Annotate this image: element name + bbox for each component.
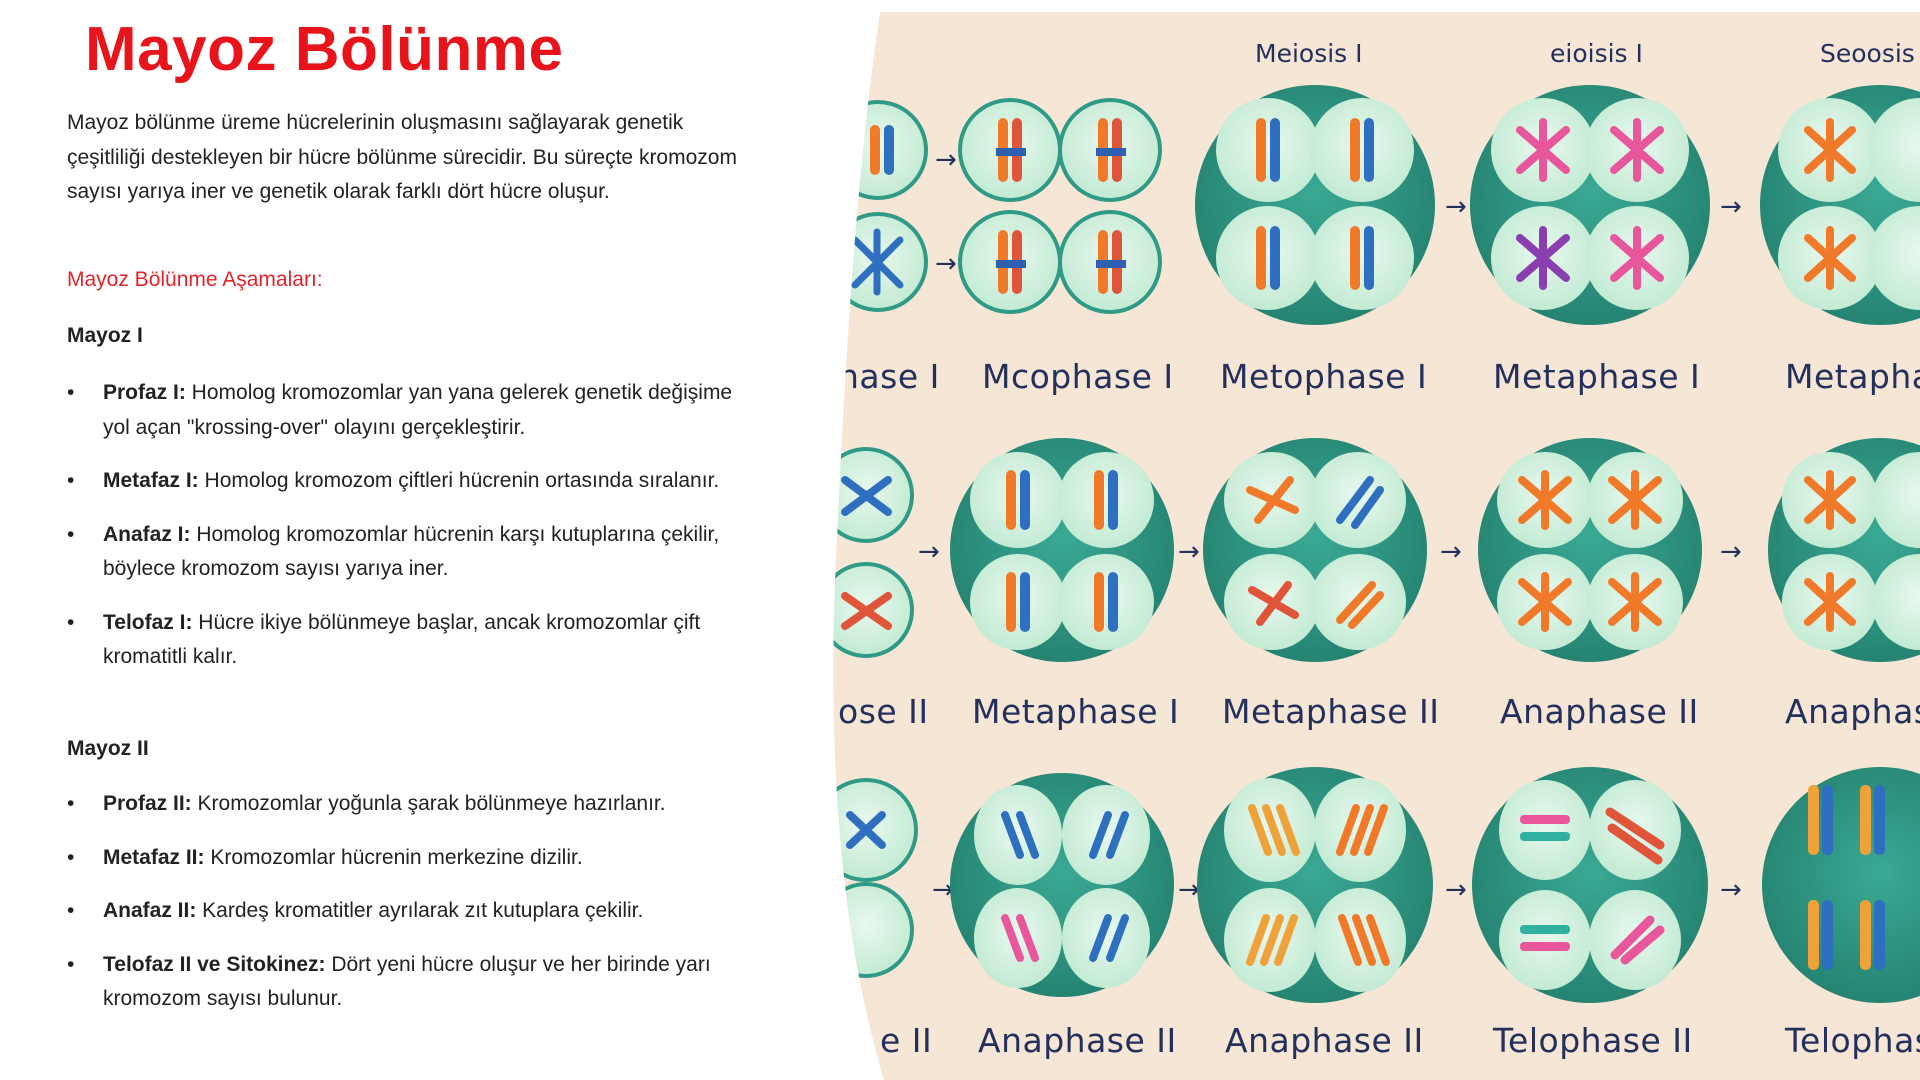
- illustration-panel: Meiosis I eioisis I Seoosis → →: [833, 12, 1920, 1080]
- intro-paragraph: Mayoz bölünme üreme hücrelerinin oluşmas…: [67, 111, 737, 203]
- top-label: Meiosis I: [1255, 39, 1363, 68]
- list-item: • Telofaz I: Hücre ikiye bölünmeye başlar…: [67, 606, 747, 675]
- cell-group-row2-col1: [950, 438, 1174, 662]
- row-label: Anaphase II: [978, 1021, 1177, 1060]
- row-label: ose II: [838, 692, 929, 731]
- item-text: Homolog kromozom çiftleri hücrenin ortas…: [198, 469, 720, 492]
- cell-group-row2-col2: [1203, 438, 1427, 662]
- arrow: →: [1720, 192, 1742, 222]
- cell-group-row3-col4: [1762, 767, 1920, 1003]
- list-item: • Metafaz I: Homolog kromozom çiftleri hü…: [67, 464, 747, 499]
- bullet-icon: •: [67, 899, 75, 922]
- row-label: Metaphase I: [1493, 357, 1700, 396]
- bullet-icon: •: [67, 381, 75, 404]
- list-item: • Telofaz II ve Sitokinez: Dört yeni hücr…: [67, 948, 747, 1017]
- item-term: Metafaz I:: [103, 469, 199, 492]
- item-term: Profaz II:: [103, 792, 192, 815]
- mayoz-2-heading: Mayoz II: [67, 737, 149, 760]
- row-label: hase I: [838, 357, 940, 396]
- row-label: Metaphase II: [1222, 692, 1439, 731]
- row-label: Telophas: [1784, 1021, 1920, 1060]
- bullet-icon: •: [67, 469, 75, 492]
- item-text: Dört yeni hücre oluşur ve her birinde ya…: [103, 952, 711, 1011]
- arrow: →: [1178, 875, 1200, 905]
- mayoz-1-list: • Profaz I: Homolog kromozomlar yan yana …: [67, 376, 747, 694]
- bullet-icon: •: [67, 522, 75, 546]
- row-label: Mcophase I: [982, 357, 1174, 396]
- arrow: →: [932, 875, 954, 905]
- row-label: Metaphase I: [972, 692, 1179, 731]
- mayoz-1-heading: Mayoz I: [67, 324, 143, 347]
- bullet-icon: •: [67, 610, 75, 634]
- cell-group-row2-col4: [1768, 438, 1920, 662]
- arrow: →: [1445, 875, 1467, 905]
- item-term: Profaz I:: [103, 381, 186, 404]
- top-label: Seoosis: [1820, 39, 1915, 68]
- arrow: →: [1440, 537, 1462, 567]
- item-text: Homolog kromozomlar yan yana gelerek gen…: [103, 381, 733, 439]
- item-term: Anafaz II:: [103, 899, 197, 922]
- arrow: →: [918, 537, 940, 567]
- cell-group-row3-col1: [950, 773, 1174, 997]
- arrow: →: [1178, 537, 1200, 567]
- cell-group-row1-col3: [1470, 85, 1710, 325]
- row-label: Telophase II: [1492, 1021, 1693, 1060]
- cell-group-row1-col1: [958, 98, 1162, 314]
- cell-group-row1-col4: [1760, 85, 1920, 325]
- arrow: →: [935, 145, 957, 175]
- bullet-icon: •: [67, 952, 75, 976]
- item-term: Metafaz II:: [103, 845, 205, 869]
- arrow: →: [935, 249, 957, 279]
- cell-group-row2-col3: [1478, 438, 1702, 662]
- section-heading: Mayoz Bölünme Aşamaları:: [67, 268, 323, 291]
- page-title: Mayoz Bölünme: [85, 15, 564, 84]
- item-text: Kromozomlar hücrenin merkezine dizilir.: [204, 845, 583, 869]
- row-label: Metophase I: [1220, 357, 1427, 396]
- list-item: • Anafaz II: Kardeş kromatitler ayrılarak…: [67, 894, 747, 929]
- arrow: →: [1445, 192, 1467, 222]
- cell-group-row2-col0: [833, 447, 914, 658]
- row-label: Anaphas: [1785, 692, 1920, 731]
- list-item: • Profaz I: Homolog kromozomlar yan yana …: [67, 376, 747, 445]
- arrow: →: [1720, 875, 1742, 905]
- cell-group-row3-col2: [1197, 767, 1433, 1003]
- cell-group-row1-col2: [1195, 85, 1435, 325]
- item-term: Telofaz II ve Sitokinez:: [103, 952, 326, 976]
- bullet-icon: •: [67, 845, 75, 869]
- row-label: Metapha: [1785, 357, 1920, 396]
- row-label: Anaphase II: [1500, 692, 1699, 731]
- arrow: →: [1720, 537, 1742, 567]
- mayoz-2-list: • Profaz II: Kromozomlar yoğunla şarak bö…: [67, 787, 747, 1036]
- row-label: Anaphase II: [1225, 1021, 1424, 1060]
- list-item: • Metafaz II: Kromozomlar hücrenin merkez…: [67, 841, 747, 876]
- item-text: Kardeş kromatitler ayrılarak zıt kutupla…: [196, 899, 644, 922]
- row-label: e II: [880, 1021, 932, 1060]
- top-label: eioisis I: [1550, 39, 1643, 68]
- item-term: Telofaz I:: [103, 610, 193, 634]
- item-term: Anafaz I:: [103, 522, 191, 546]
- bullet-icon: •: [67, 792, 75, 815]
- cell-group-row3-col3: [1472, 767, 1708, 1003]
- item-text: Homolog kromozomlar hücrenin karşı kutup…: [103, 522, 720, 581]
- item-text: Kromozomlar yoğunla şarak bölünmeye hazı…: [191, 792, 666, 815]
- list-item: • Profaz II: Kromozomlar yoğunla şarak bö…: [67, 787, 747, 822]
- item-text: Hücre ikiye bölünmeye başlar, ancak krom…: [103, 610, 701, 669]
- list-item: • Anafaz I: Homolog kromozomlar hücrenin …: [67, 518, 747, 587]
